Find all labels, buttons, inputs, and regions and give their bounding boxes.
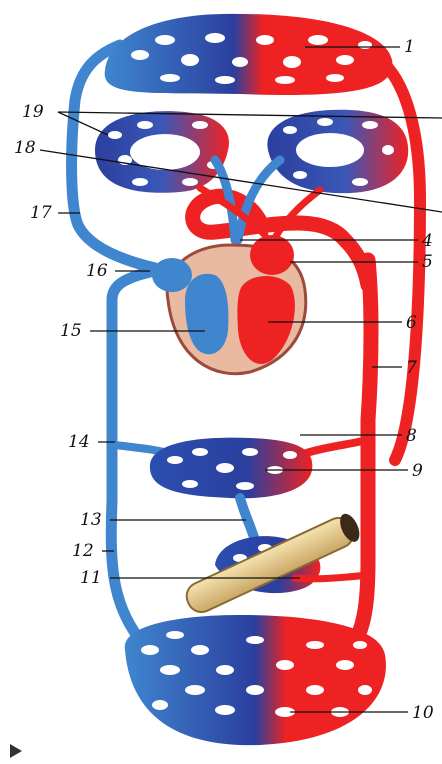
left-atrium <box>250 235 294 275</box>
label-6: 6 <box>406 313 417 333</box>
descending-aorta <box>350 260 371 650</box>
label-14: 14 <box>68 432 90 452</box>
upper-body-capillary-bed <box>105 14 393 95</box>
label-19: 19 <box>22 102 44 122</box>
label-7: 7 <box>406 358 417 378</box>
intestine <box>182 511 363 617</box>
leader-19b <box>58 112 442 118</box>
label-16: 16 <box>86 261 108 281</box>
label-9: 9 <box>412 461 423 481</box>
label-13: 13 <box>80 510 102 530</box>
mesenteric-artery <box>295 575 368 579</box>
digestive-capillary-bed <box>150 438 312 499</box>
label-17: 17 <box>30 203 52 223</box>
label-5: 5 <box>422 252 433 272</box>
inferior-vena-cava <box>111 272 150 640</box>
right-lung-capillary-bed <box>267 110 408 193</box>
right-atrium <box>152 258 192 292</box>
label-18: 18 <box>14 138 36 158</box>
label-11: 11 <box>80 568 102 588</box>
abdominal-artery-link <box>300 440 368 455</box>
heart <box>152 235 306 374</box>
label-12: 12 <box>72 541 94 561</box>
label-10: 10 <box>412 703 434 723</box>
leader-19a <box>58 112 108 135</box>
label-4: 4 <box>421 231 433 251</box>
left-lung-capillary-bed <box>95 111 229 193</box>
play-triangle-icon[interactable] <box>10 744 22 758</box>
label-15: 15 <box>60 321 82 341</box>
label-8: 8 <box>406 426 417 446</box>
portal-vein <box>240 498 255 540</box>
lower-body-capillary-bed <box>125 615 386 745</box>
label-1: 1 <box>404 37 415 57</box>
